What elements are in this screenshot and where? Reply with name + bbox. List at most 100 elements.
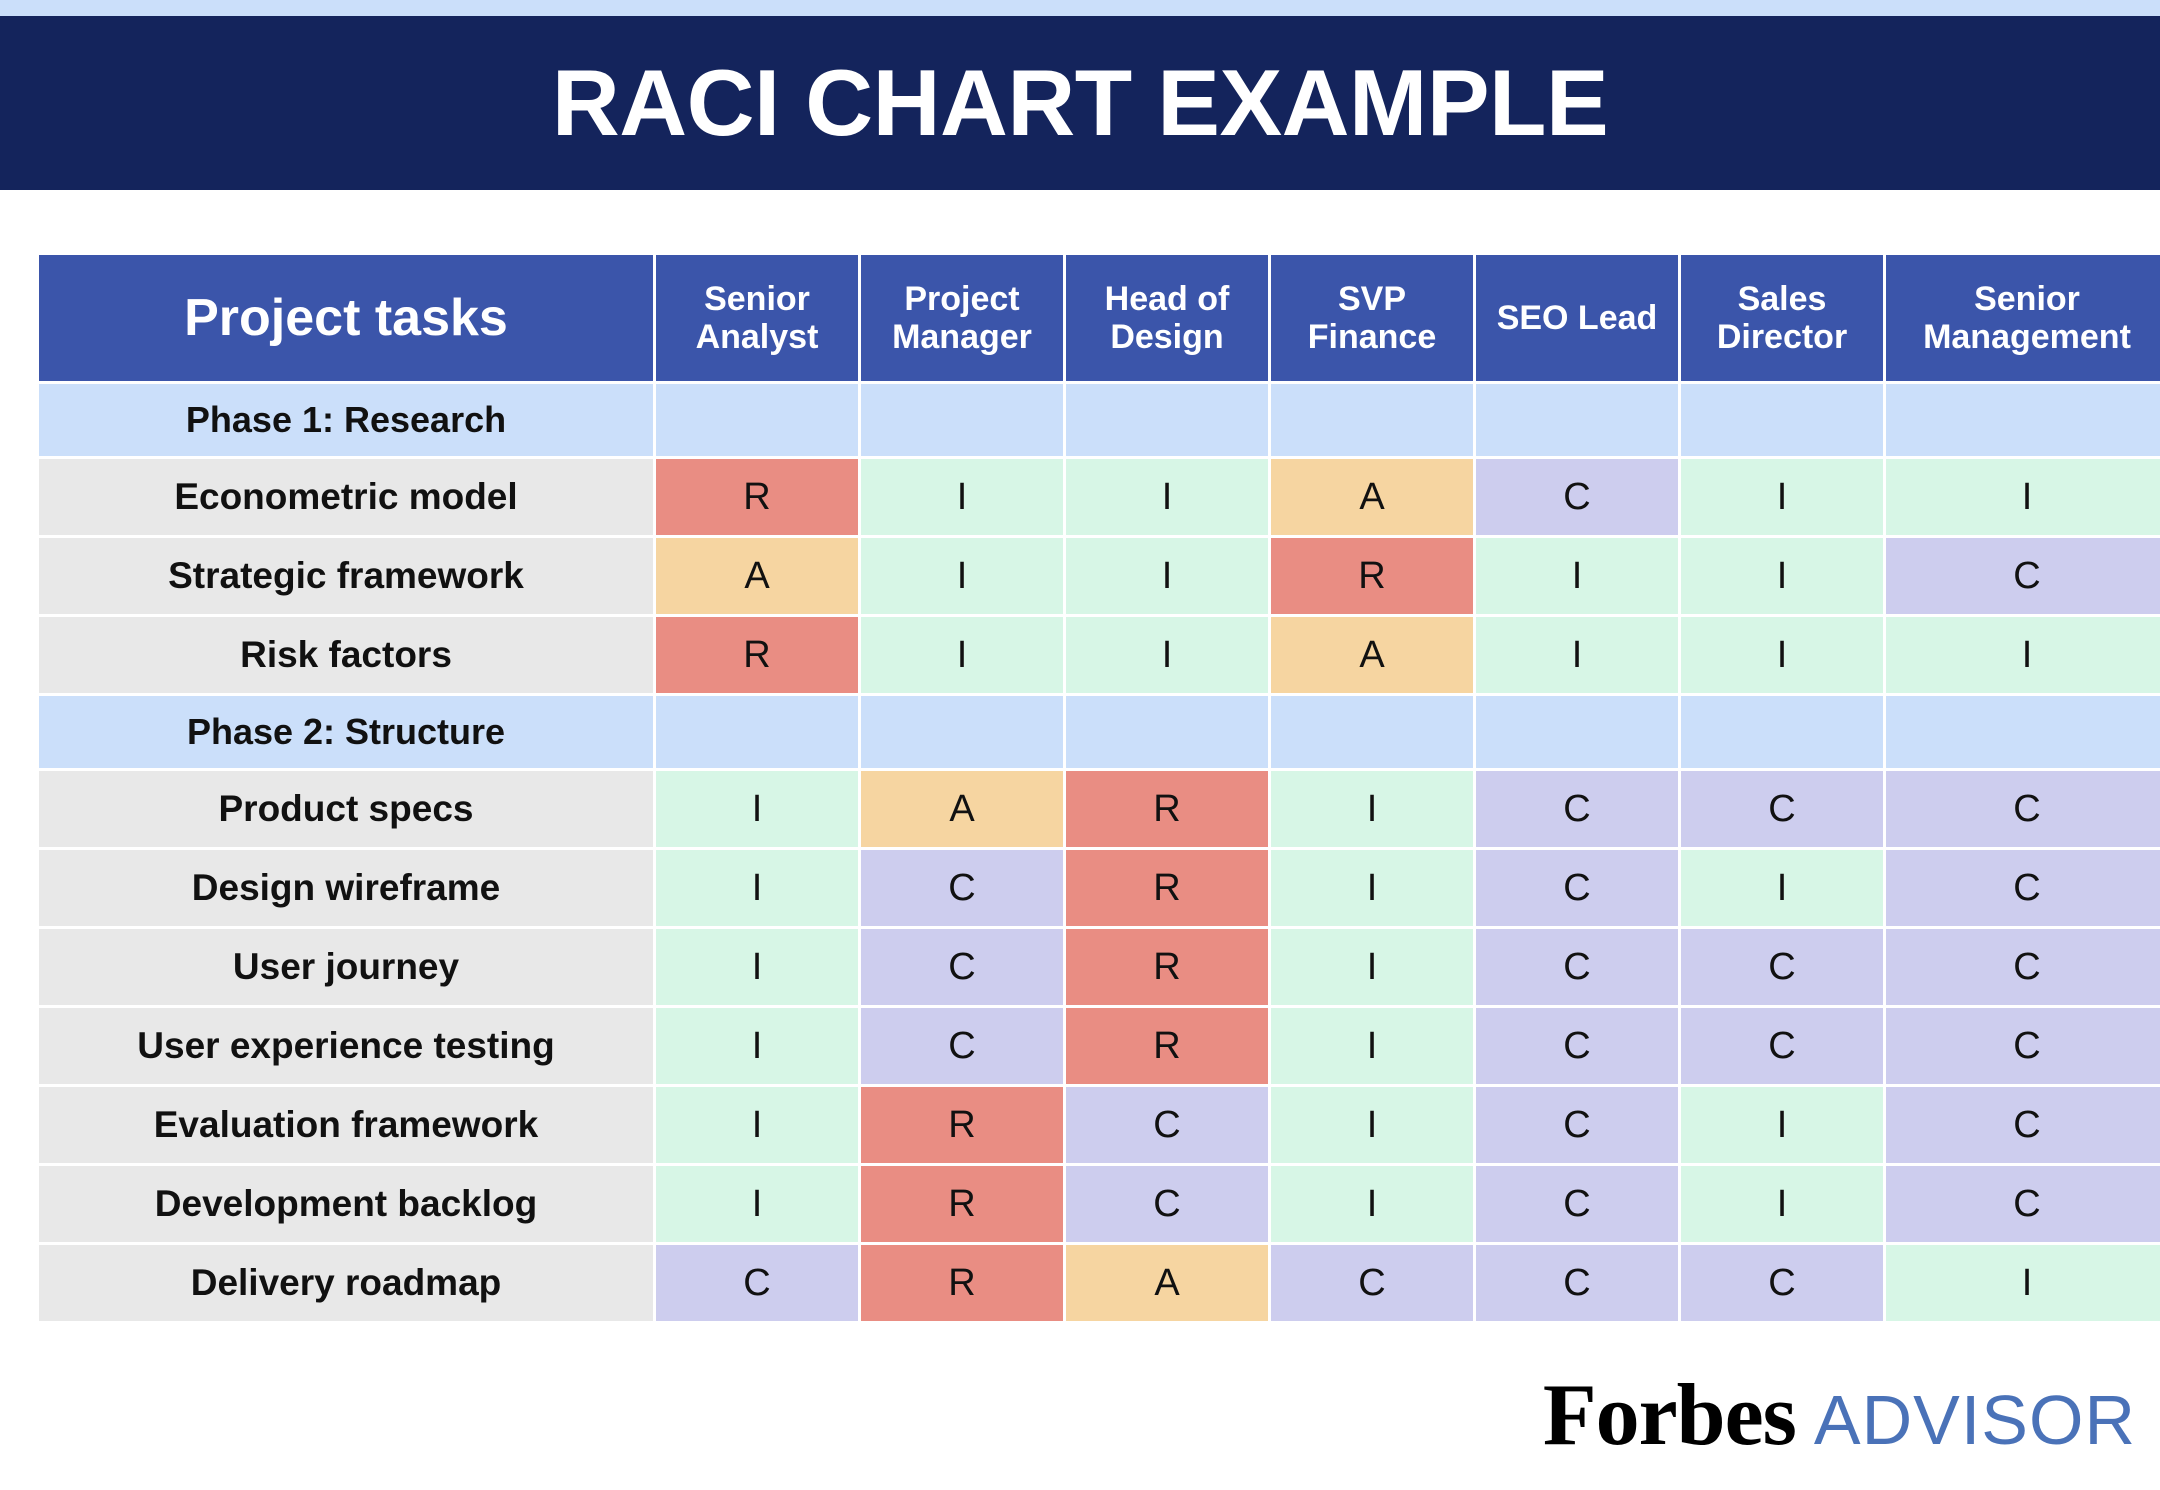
raci-cell: I: [1271, 771, 1473, 847]
task-label: Development backlog: [39, 1166, 653, 1242]
raci-cell: I: [1066, 538, 1268, 614]
task-label: Product specs: [39, 771, 653, 847]
raci-cell: C: [1681, 1245, 1883, 1321]
raci-cell: C: [1271, 1245, 1473, 1321]
raci-cell: A: [1271, 617, 1473, 693]
column-header-senior-analyst: Senior Analyst: [656, 255, 858, 381]
raci-cell: R: [1066, 850, 1268, 926]
column-header-project-tasks: Project tasks: [39, 255, 653, 381]
column-header-senior-management: Senior Management: [1886, 255, 2160, 381]
raci-cell: C: [861, 929, 1063, 1005]
raci-cell: A: [656, 538, 858, 614]
raci-cell: I: [1886, 617, 2160, 693]
raci-cell: I: [656, 1087, 858, 1163]
phase-blank-cell: [861, 696, 1063, 768]
raci-cell: I: [861, 459, 1063, 535]
raci-cell: C: [1476, 771, 1678, 847]
raci-cell: R: [1066, 1008, 1268, 1084]
raci-cell: C: [1886, 1008, 2160, 1084]
raci-cell: C: [1681, 929, 1883, 1005]
raci-cell: C: [1886, 850, 2160, 926]
raci-cell: C: [1476, 1245, 1678, 1321]
raci-cell: R: [861, 1087, 1063, 1163]
phase-blank-cell: [861, 384, 1063, 456]
phase-label: Phase 1: Research: [39, 384, 653, 456]
raci-table-container: Project tasks Senior Analyst Project Man…: [36, 252, 2160, 1324]
raci-cell: R: [1271, 538, 1473, 614]
task-label: Econometric model: [39, 459, 653, 535]
raci-cell: R: [1066, 771, 1268, 847]
raci-cell: I: [1066, 459, 1268, 535]
raci-cell: I: [1476, 617, 1678, 693]
raci-cell: I: [1886, 459, 2160, 535]
raci-cell: I: [861, 538, 1063, 614]
raci-cell: C: [1066, 1166, 1268, 1242]
phase-blank-cell: [656, 696, 858, 768]
phase-blank-cell: [1066, 696, 1268, 768]
raci-cell: C: [1886, 1087, 2160, 1163]
column-header-seo-lead: SEO Lead: [1476, 255, 1678, 381]
column-header-head-of-design: Head of Design: [1066, 255, 1268, 381]
raci-cell: R: [656, 459, 858, 535]
raci-cell: C: [1476, 1008, 1678, 1084]
task-label: Strategic framework: [39, 538, 653, 614]
task-label: Design wireframe: [39, 850, 653, 926]
raci-cell: C: [1476, 1166, 1678, 1242]
phase-blank-cell: [1476, 696, 1678, 768]
raci-cell: R: [1066, 929, 1268, 1005]
raci-cell: C: [1681, 1008, 1883, 1084]
column-header-svp-finance: SVP Finance: [1271, 255, 1473, 381]
raci-cell: I: [1271, 1087, 1473, 1163]
top-accent-strip: [0, 0, 2160, 16]
raci-cell: C: [1066, 1087, 1268, 1163]
raci-cell: I: [1476, 538, 1678, 614]
phase-blank-cell: [1681, 696, 1883, 768]
raci-cell: I: [1681, 1166, 1883, 1242]
raci-table: Project tasks Senior Analyst Project Man…: [36, 252, 2160, 1324]
phase-blank-cell: [1886, 696, 2160, 768]
phase-row: Phase 1: Research: [39, 384, 2160, 456]
raci-cell: I: [656, 1008, 858, 1084]
raci-cell: I: [861, 617, 1063, 693]
raci-cell: I: [1681, 1087, 1883, 1163]
phase-blank-cell: [1066, 384, 1268, 456]
task-label: Risk factors: [39, 617, 653, 693]
raci-cell: C: [1886, 771, 2160, 847]
phase-blank-cell: [1271, 696, 1473, 768]
raci-cell: C: [861, 850, 1063, 926]
raci-cell: I: [1681, 850, 1883, 926]
column-header-sales-director: Sales Director: [1681, 255, 1883, 381]
raci-cell: I: [1681, 459, 1883, 535]
phase-blank-cell: [1271, 384, 1473, 456]
raci-cell: C: [1886, 929, 2160, 1005]
raci-cell: I: [1271, 1166, 1473, 1242]
task-label: User experience testing: [39, 1008, 653, 1084]
raci-cell: I: [1271, 929, 1473, 1005]
raci-cell: A: [861, 771, 1063, 847]
task-label: Delivery roadmap: [39, 1245, 653, 1321]
raci-cell: I: [1066, 617, 1268, 693]
raci-cell: I: [656, 929, 858, 1005]
raci-cell: I: [656, 1166, 858, 1242]
raci-cell: C: [656, 1245, 858, 1321]
raci-cell: I: [656, 850, 858, 926]
raci-cell: R: [861, 1245, 1063, 1321]
raci-cell: R: [861, 1166, 1063, 1242]
raci-cell: I: [656, 771, 858, 847]
table-header-row: Project tasks Senior Analyst Project Man…: [39, 255, 2160, 381]
raci-cell: I: [1271, 1008, 1473, 1084]
raci-cell: A: [1066, 1245, 1268, 1321]
raci-cell: I: [1681, 538, 1883, 614]
raci-cell: C: [1886, 538, 2160, 614]
phase-label: Phase 2: Structure: [39, 696, 653, 768]
